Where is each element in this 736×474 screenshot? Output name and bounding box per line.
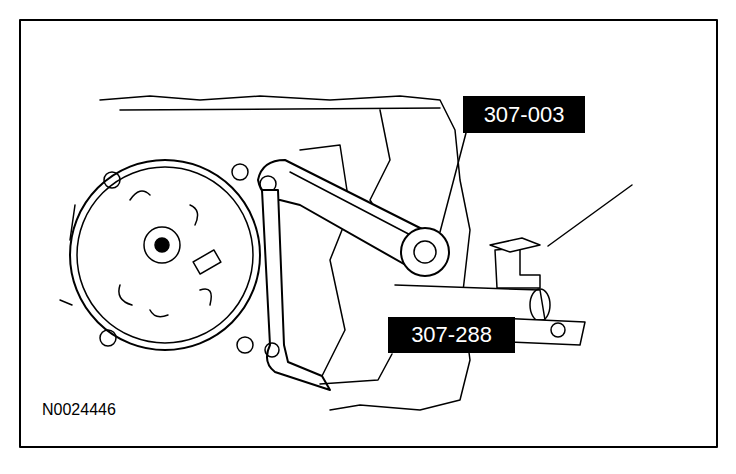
holding-tool-pivot (401, 228, 449, 276)
coolant-pipe (395, 285, 545, 320)
pulley-bolt (237, 337, 253, 353)
holding-tool-pivot-hole (414, 241, 436, 263)
engine-detail (60, 205, 75, 305)
pulley-bolt (155, 238, 169, 252)
bleed-knob (490, 238, 540, 252)
adapter-tool-pin (265, 343, 279, 357)
pipe-end (530, 289, 550, 321)
pulley (70, 160, 260, 350)
pulley-rim (77, 167, 253, 343)
pulley-bolt (100, 330, 116, 346)
leader-line (440, 133, 466, 232)
tool-number: 307-288 (411, 324, 492, 346)
flange-bolt (551, 323, 565, 337)
leader-line (548, 185, 632, 246)
holding-tool-edge (290, 172, 420, 240)
tool-number-box: 307-003 (463, 96, 585, 133)
pulley-bolt (104, 172, 120, 188)
pulley-bolt (232, 164, 248, 180)
engine-outline (100, 96, 470, 410)
leader-line (320, 354, 392, 384)
tool-number-box: 307-288 (388, 317, 515, 353)
pulley-web (119, 191, 211, 317)
figure-number: N0024446 (42, 401, 116, 419)
pulley-hub (144, 227, 180, 263)
thermostat-housing (495, 248, 540, 288)
pulley-lug (193, 250, 221, 274)
tool-number: 307-003 (484, 104, 565, 126)
adapter-tool (262, 190, 330, 390)
frame-border (20, 20, 717, 447)
